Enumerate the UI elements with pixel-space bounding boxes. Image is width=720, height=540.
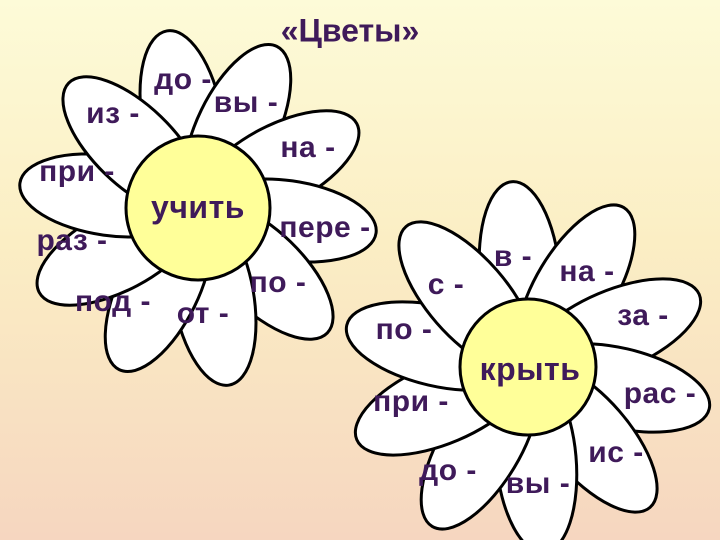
flower-uchit-prefix-vy: вы - (213, 86, 279, 119)
flower-uchit-center-label: учить (151, 189, 245, 225)
flower-kryt-prefix-za: за - (617, 299, 669, 332)
page-title: «Цветы» (280, 12, 420, 49)
flower-uchit-prefix-pere: пере - (279, 211, 371, 244)
flower-kryt-prefix-do: до - (419, 454, 477, 487)
flower-uchit-prefix-pri: при - (39, 155, 115, 188)
flower-kryt-prefix-na: на - (559, 255, 615, 288)
flower-uchit-prefix-pod: под - (75, 285, 151, 318)
flower-kryt-prefix-ras: рас - (623, 377, 697, 410)
flower-kryt-center (458, 297, 598, 437)
flower-kryt-prefix-vy: вы - (505, 467, 571, 500)
flower-uchit-prefix-ot: от - (176, 297, 230, 330)
flower-kryt-prefix-v: в - (493, 240, 533, 273)
flower-uchit-prefix-do: до - (154, 63, 212, 96)
flower-uchit-prefix-na: на - (280, 131, 336, 164)
flower-uchit (18, 29, 378, 387)
flower-kryt-prefix-po: по - (375, 313, 433, 346)
flower-uchit-prefix-iz: из - (86, 97, 140, 130)
flower-kryt (344, 180, 712, 540)
flower-uchit-prefix-po: по - (249, 266, 307, 299)
flower-kryt-prefix-is: ис - (588, 436, 644, 469)
flower-uchit-center (124, 134, 272, 282)
flower-uchit-prefix-raz: раз - (36, 224, 108, 257)
flower-kryt-prefix-pri: при - (373, 385, 449, 418)
flower-kryt-center-label: крыть (479, 351, 581, 387)
flower-kryt-prefix-s: с - (427, 268, 465, 301)
